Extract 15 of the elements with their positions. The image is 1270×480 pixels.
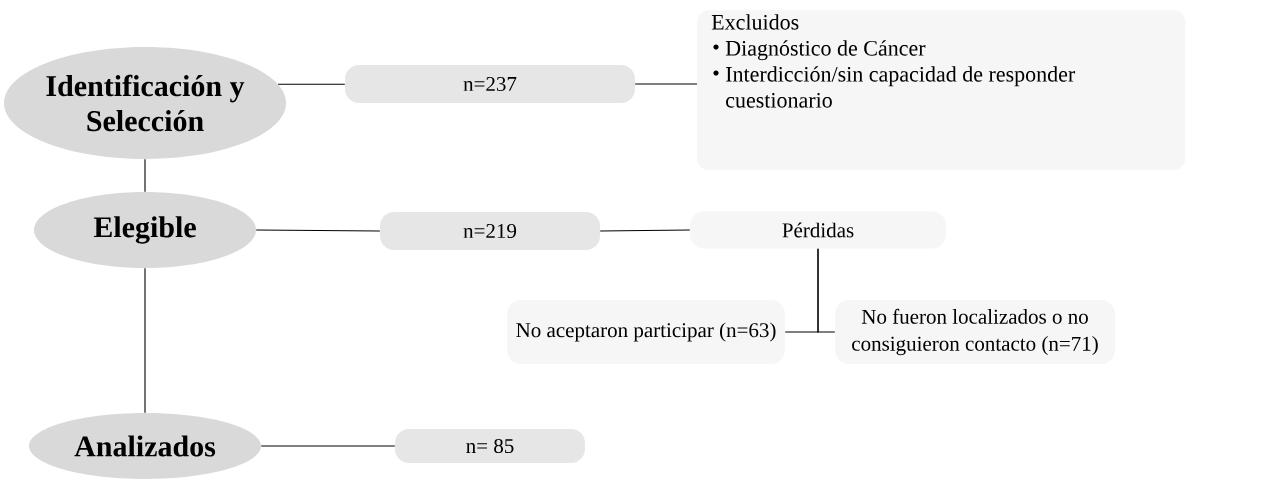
connector-line — [817, 248, 836, 333]
connector-line — [144, 158, 146, 193]
connector-line — [599, 229, 691, 232]
loss-box: No aceptaron participar (n=63) — [507, 300, 785, 364]
loss-box: Pérdidas — [690, 211, 946, 249]
count-box: n= 85 — [395, 429, 585, 463]
connector-line — [144, 267, 146, 414]
connector-line — [277, 83, 346, 85]
loss-box: No fueron localizados o no consiguieron contacto (n=71) — [835, 300, 1115, 364]
connector-line — [255, 229, 381, 232]
count-box: n=237 — [345, 65, 635, 103]
exclusion-box: Excluidos Diagnóstico de Cáncer Interdicción/sin capacidad de responder cuestionario — [697, 10, 1186, 171]
connector-line — [260, 445, 396, 447]
connector-line — [634, 83, 698, 85]
count-box: n=219 — [380, 212, 600, 250]
